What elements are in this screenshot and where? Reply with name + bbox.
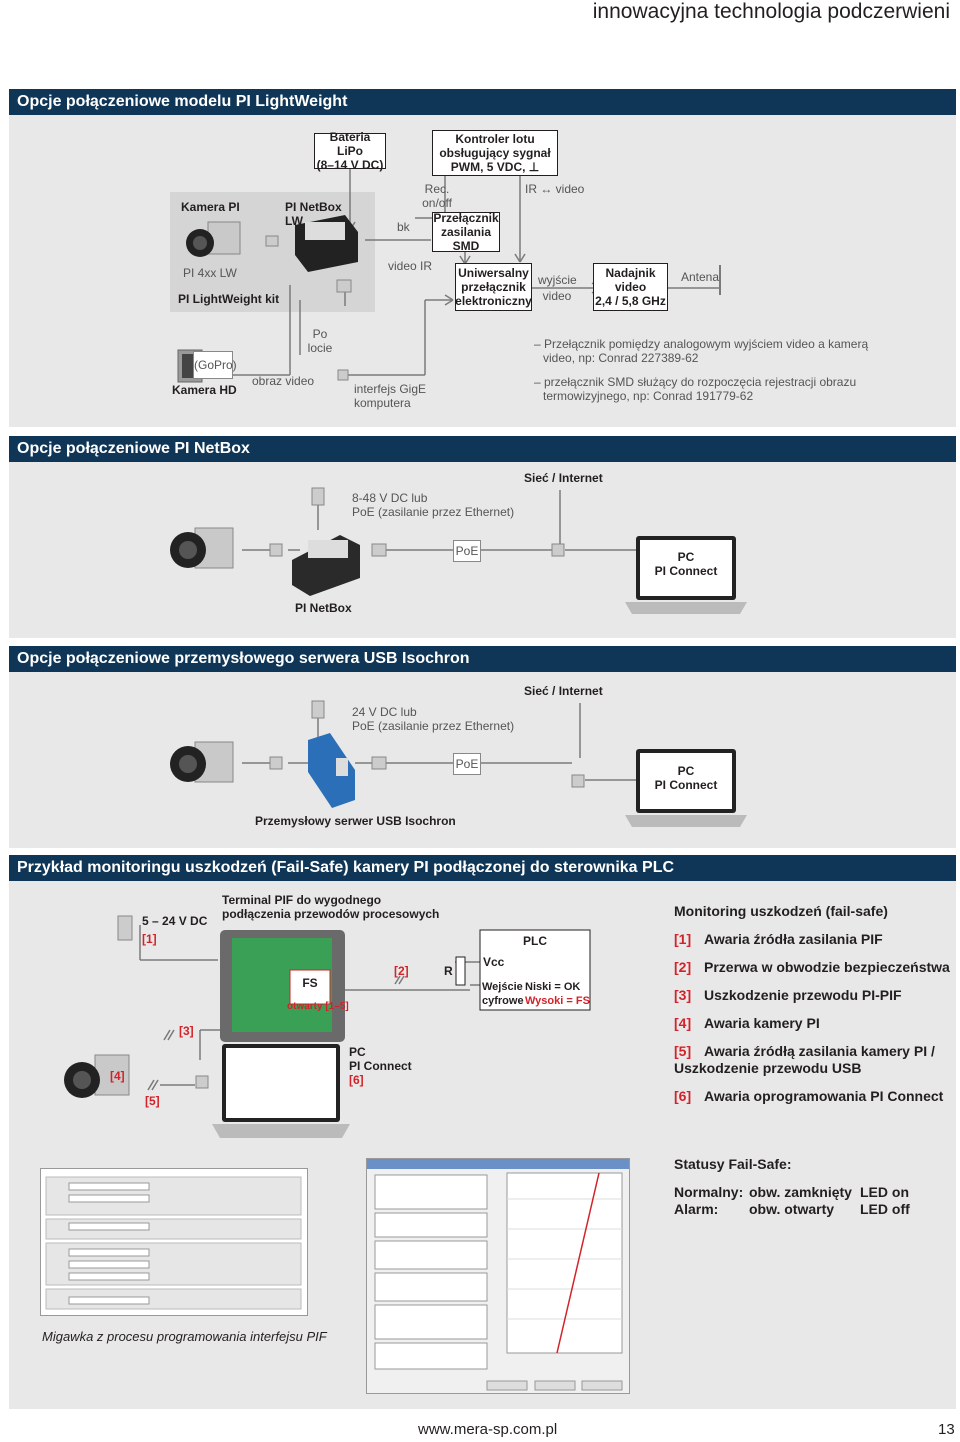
pi-camera-image-s3 (170, 741, 234, 783)
pi-netbox-image (292, 535, 360, 596)
pi-4xx-lw-label: PI 4xx LW (183, 266, 237, 280)
s2-poe: PoE (453, 540, 481, 562)
s4-r: R (444, 964, 453, 978)
screenshot-caption: Migawka z procesu programowania interfej… (42, 1329, 327, 1344)
section2-title: Opcje połączeniowe PI NetBox (9, 436, 956, 462)
pif-config-screenshot (40, 1168, 308, 1316)
laptop-s3 (625, 749, 747, 827)
note1: – Przełącznik pomiędzy analogowym wyjści… (534, 337, 869, 365)
monitoring-item-2: [2]Przerwa w obwodzie bezpieczeństwa (674, 959, 950, 975)
bateria-box: Bateria LiPo(8–14 V DC) (314, 130, 386, 172)
s4-niski: Niski = OK (525, 981, 581, 993)
obraz-video-label: obraz video (252, 374, 315, 388)
netbox-lw-image (295, 215, 358, 272)
laptop-s4 (212, 1044, 350, 1138)
pi-lightweight-kit-label: PI LightWeight kit (178, 292, 280, 306)
pi-camera-image-s4 (64, 1054, 130, 1098)
s3-poe: PoE (453, 753, 481, 775)
s4-mark4: [4] (110, 1069, 125, 1083)
monitoring-item-6: [6]Awaria oprogramowania PI Connect (674, 1088, 944, 1104)
monitoring-title: Monitoring uszkodzeń (fail-safe) (674, 903, 888, 919)
s3-siec: Sieć / Internet (524, 684, 603, 698)
monitoring-item-3: [3]Uszkodzenie przewodu PI-PIF (674, 987, 902, 1003)
header-title: innowacyjna technologia podczerwieni (592, 0, 950, 23)
s4-plc: PLC (523, 934, 547, 948)
monitoring-item-5: [5]Awaria źródłą zasilania kamery PI / (674, 1043, 935, 1059)
section3-panel (9, 672, 956, 848)
s4-mark3: [3] (179, 1024, 194, 1038)
page-number: 13 (938, 1421, 955, 1438)
s2-netbox-label: PI NetBox (295, 601, 352, 615)
gopro-label: (GoPro) (193, 351, 237, 379)
section4-title: Przykład monitoringu uszkodzeń (Fail-Saf… (9, 855, 956, 881)
antena-label: Antena (681, 270, 720, 284)
pi-camera-image-s2 (170, 527, 234, 569)
s4-fs: FS (302, 976, 318, 990)
rec-label: Rec.on/off (422, 182, 452, 210)
pif-terminal-image (220, 930, 345, 1042)
s2-siec: Sieć / Internet (524, 471, 603, 485)
s4-mark1: [1] (142, 932, 157, 946)
s4-supply: 5 – 24 V DC (142, 914, 208, 928)
s4-mark5: [5] (145, 1094, 160, 1108)
adjust-slope-screenshot (366, 1158, 630, 1394)
note2: – przełącznik SMD służący do rozpoczęcia… (534, 375, 857, 403)
laptop-s2 (625, 536, 747, 614)
video-ir-label: video IR (388, 259, 433, 273)
camera-pi-image (186, 221, 241, 257)
monitoring-item-5b: Uszkodzenie przewodu USB (674, 1060, 862, 1076)
s4-vcc: Vcc (483, 955, 505, 969)
section3-title: Opcje połączeniowe przemysłowego serwera… (9, 646, 956, 672)
s3-server-label: Przemysłowy serwer USB Isochron (255, 814, 456, 828)
kamera-pi-label: Kamera PI (181, 200, 240, 214)
statusy-title: Statusy Fail-Safe: (674, 1156, 792, 1172)
footer-url[interactable]: www.mera-sp.com.pl (418, 1421, 558, 1438)
kamera-hd-label: Kamera HD (172, 383, 237, 397)
ir-video-label: IR ↔ video (525, 182, 585, 196)
monitoring-item-1: [1]Awaria źródła zasilania PIF (674, 931, 883, 947)
s4-mark2: [2] (394, 964, 409, 978)
usb-server-image (308, 733, 355, 808)
monitoring-item-4: [4]Awaria kamery PI (674, 1015, 820, 1031)
s4-wysoki: Wysoki = FS (525, 995, 590, 1007)
section1-title: Opcje połączeniowe modelu PI LightWeight (9, 89, 956, 115)
bk-label: bk (397, 220, 410, 234)
s4-otwarty: otwarty [1–5] (287, 1001, 349, 1012)
